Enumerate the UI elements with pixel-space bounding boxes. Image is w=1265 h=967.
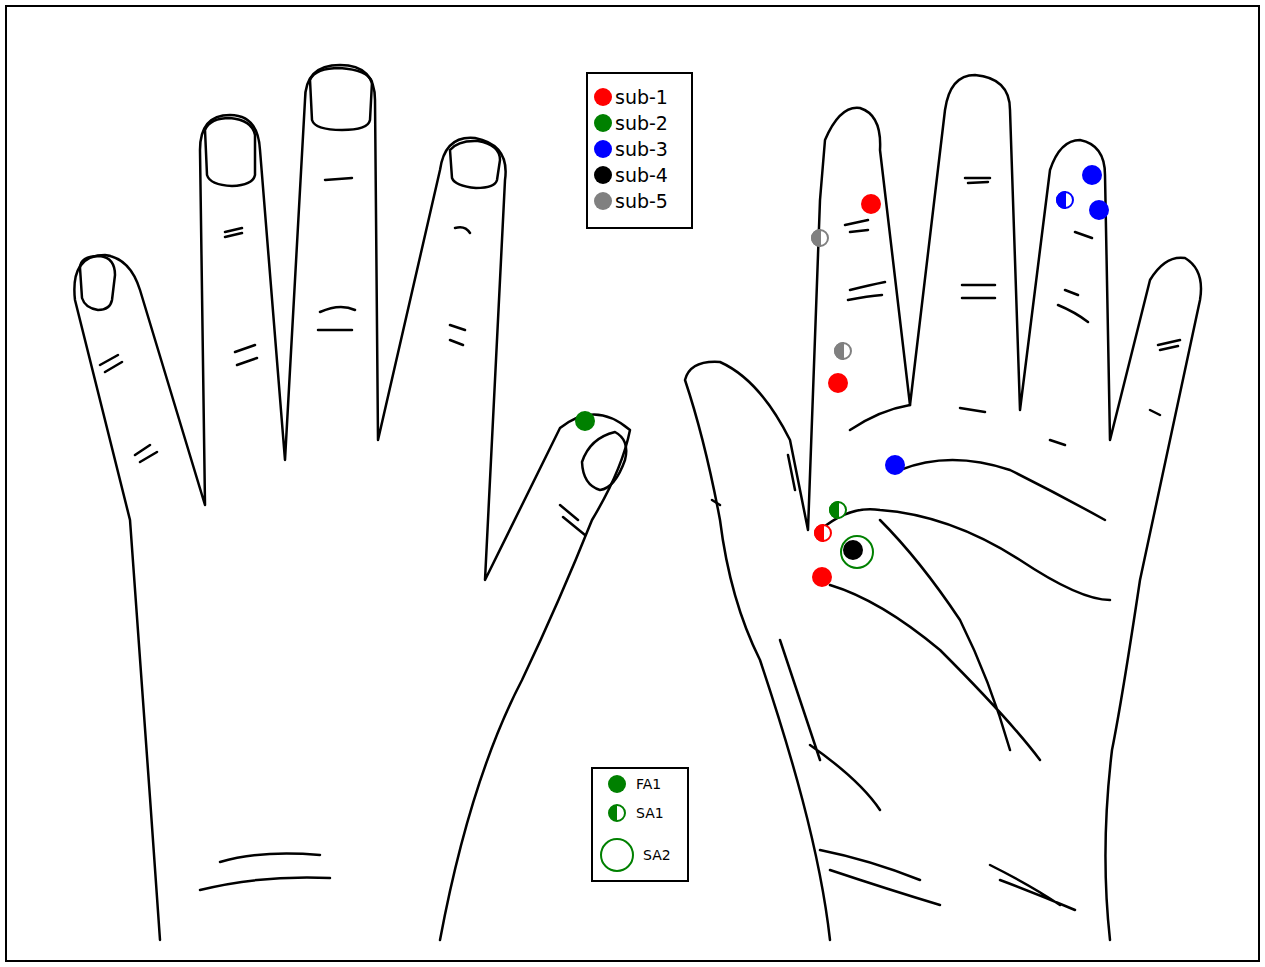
legend-swatch xyxy=(594,140,612,158)
nail xyxy=(80,256,115,310)
legend-label: SA2 xyxy=(643,848,671,862)
legend-entry: sub-4 xyxy=(594,157,668,193)
legend-entry: SA2 xyxy=(599,837,671,873)
sa1-dot xyxy=(835,343,851,359)
fa1-dot xyxy=(1083,166,1101,184)
legend-shape xyxy=(599,837,635,873)
frame xyxy=(6,6,1259,961)
fa1-dot xyxy=(829,374,847,392)
sa1-dot-half xyxy=(1057,192,1065,208)
sa2-ring xyxy=(841,536,873,568)
nail xyxy=(582,432,626,490)
fa1-dot xyxy=(862,195,880,213)
nail xyxy=(310,68,372,130)
sa1-dot-half xyxy=(812,230,820,246)
legend-entry: sub-1 xyxy=(594,79,668,115)
legend-label: FA1 xyxy=(636,777,661,791)
legend-shape xyxy=(606,773,628,795)
legend-swatch xyxy=(594,88,612,106)
legend-label: SA1 xyxy=(636,806,664,820)
fa1-dot xyxy=(576,412,594,430)
fa1-dot xyxy=(813,568,831,586)
sa1-dot-half xyxy=(835,343,843,359)
legend-shape xyxy=(606,802,628,824)
legend-entry: sub-5 xyxy=(594,183,668,219)
legend-label: sub-4 xyxy=(615,166,668,185)
sa1-dot xyxy=(815,525,831,541)
sa1-dot-half xyxy=(815,525,823,541)
nail xyxy=(450,141,500,188)
left-hand-outline xyxy=(74,65,630,940)
fa1-dot xyxy=(844,541,862,559)
sa1-dot xyxy=(812,230,828,246)
legend-entry: sub-3 xyxy=(594,131,668,167)
fa1-dot xyxy=(1090,201,1108,219)
right-hand-outline xyxy=(685,75,1201,940)
legend-label: sub-3 xyxy=(615,140,668,159)
legend-label: sub-2 xyxy=(615,114,668,133)
legend-swatch xyxy=(594,192,612,210)
legend-label: sub-5 xyxy=(615,192,668,211)
legend-entry: SA1 xyxy=(606,795,664,831)
legend-swatch xyxy=(594,166,612,184)
legend-label: sub-1 xyxy=(615,88,668,107)
sa1-dot-half xyxy=(830,502,838,518)
crease xyxy=(100,178,585,890)
legend-entry: sub-2 xyxy=(594,105,668,141)
sa1-dot xyxy=(1057,192,1073,208)
nail xyxy=(205,118,255,186)
sa1-dot xyxy=(830,502,846,518)
crease xyxy=(712,178,1180,910)
legend-swatch xyxy=(594,114,612,132)
legend-entry: FA1 xyxy=(606,766,661,802)
fa1-dot xyxy=(886,456,904,474)
